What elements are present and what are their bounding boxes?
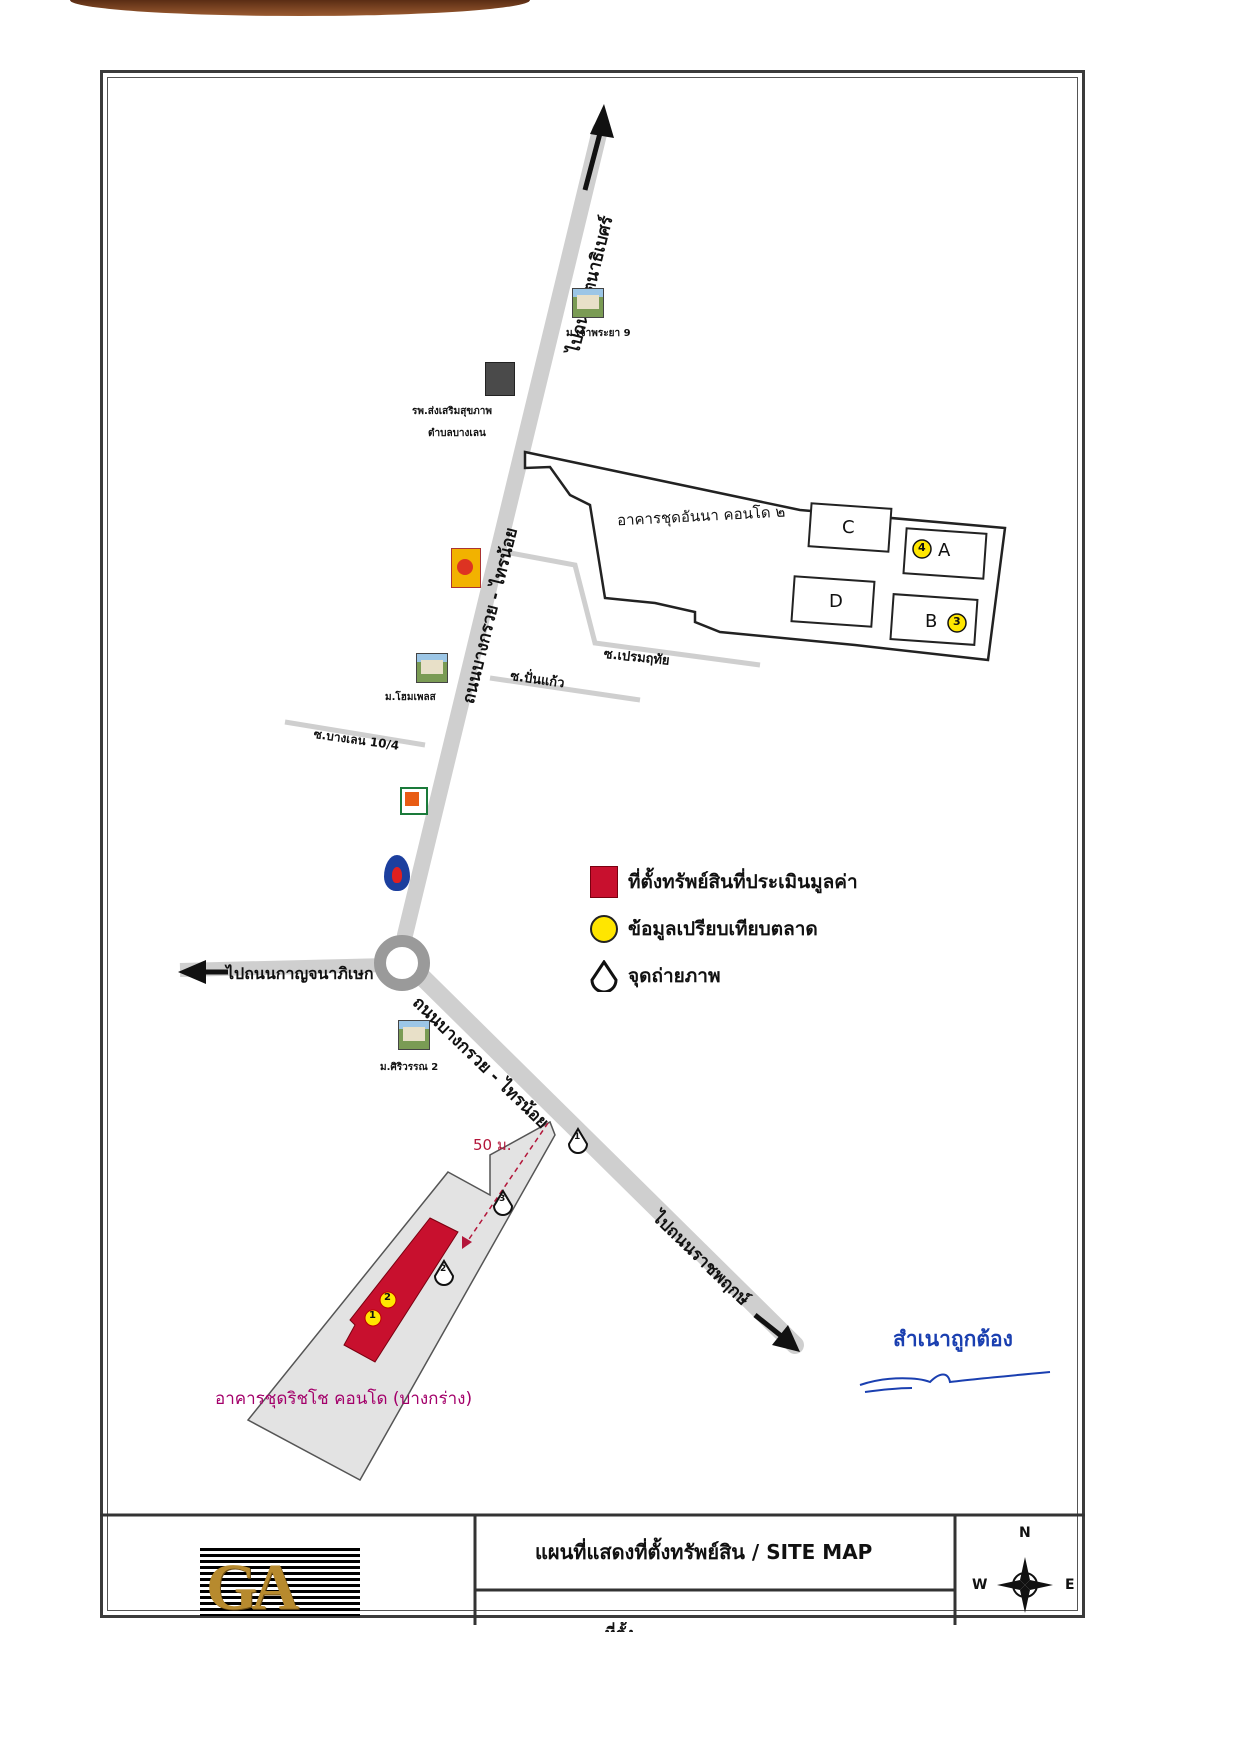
map-frame-inner bbox=[107, 77, 1078, 1611]
soi-pankaew-road bbox=[489, 675, 641, 703]
distance-label: 50 ม. bbox=[473, 1136, 512, 1154]
west-arrow-head bbox=[178, 960, 206, 984]
annanda-condo-outline bbox=[523, 450, 1007, 662]
comparable-marker-a-label: 4 bbox=[918, 541, 926, 554]
comparable-marker-p1-label: 1 bbox=[369, 1310, 376, 1321]
west-road bbox=[179, 958, 386, 977]
signature bbox=[859, 1371, 1051, 1386]
site-map-title: แผนที่แสดงที่ตั้งทรัพย์สิน / SITE MAP bbox=[535, 1540, 873, 1564]
signature-loop bbox=[864, 1387, 913, 1393]
scan-edge-stain bbox=[70, 0, 530, 16]
photo-point-3 bbox=[492, 1189, 514, 1216]
seven-eleven-icon bbox=[400, 787, 428, 815]
poi-label-chaophraya: ม.เจ้าพระยา 9 bbox=[566, 328, 631, 339]
photo-point-2 bbox=[433, 1259, 455, 1286]
roundabout bbox=[374, 935, 430, 991]
compass-e: E bbox=[1065, 1577, 1075, 1593]
photo-point-3-number: 3 bbox=[499, 1194, 506, 1204]
north-arrow-head bbox=[590, 104, 614, 138]
comparable-marker-p2-label: 2 bbox=[384, 1292, 391, 1303]
title-block-partial-text: ที่ตั้ง ... ... ... bbox=[605, 1622, 705, 1632]
legend-comparable-swatch bbox=[590, 915, 618, 943]
building-c-label: C bbox=[842, 517, 855, 538]
legend-photo: จุดถ่ายภาพ bbox=[590, 960, 721, 992]
photo-point-2-number: 2 bbox=[440, 1264, 447, 1274]
photo-point-1-number: 1 bbox=[574, 1132, 581, 1142]
comparable-marker-p1 bbox=[364, 1309, 382, 1327]
village-icon-siriwan bbox=[398, 1020, 430, 1050]
ptt-station-icon bbox=[384, 855, 410, 891]
certify-stamp: สำเนาถูกต้อง bbox=[893, 1327, 1013, 1351]
building-c bbox=[807, 502, 893, 553]
legend-property: ที่ตั้งทรัพย์สินที่ประเมินมูลค่า bbox=[590, 866, 858, 898]
distance-line bbox=[464, 1122, 549, 1246]
building-d bbox=[790, 575, 876, 628]
comparable-marker-a bbox=[912, 539, 932, 559]
poi-label-hospital-1: รพ.ส่งเสริมสุขภาพ bbox=[412, 406, 492, 417]
poi-label-homeplace: ม.โฮมเพลส bbox=[385, 692, 436, 703]
comparable-marker-b bbox=[947, 613, 967, 633]
compass-rose bbox=[997, 1557, 1053, 1613]
main-road-north bbox=[397, 122, 608, 943]
comparable-marker-p2 bbox=[379, 1291, 397, 1309]
building-a-label: A bbox=[938, 540, 951, 561]
legend-comparable-label: ข้อมูลเปรียบเทียบตลาด bbox=[628, 918, 818, 940]
main-road-southeast bbox=[401, 956, 804, 1354]
soi-prem-road bbox=[504, 549, 761, 668]
soi-banglen-road bbox=[284, 719, 426, 748]
village-icon-homeplace bbox=[416, 653, 448, 683]
poi-label-siriwan: ม.ศิริวรรณ 2 bbox=[380, 1062, 439, 1073]
hospital-icon bbox=[485, 362, 515, 396]
distance-arrow-head bbox=[462, 1236, 472, 1249]
building-b-label: B bbox=[925, 611, 938, 632]
shell-station-icon bbox=[451, 548, 481, 588]
photo-point-1 bbox=[567, 1127, 589, 1154]
legend-photo-label: จุดถ่ายภาพ bbox=[628, 965, 721, 987]
comparable-marker-b-label: 3 bbox=[953, 615, 961, 628]
legend-photo-icon bbox=[590, 960, 618, 992]
compass-w: W bbox=[972, 1577, 988, 1593]
building-d-label: D bbox=[829, 591, 843, 612]
road-label-to-kanchanaphisek: ไปถนนกาญจนาภิเษก bbox=[226, 964, 374, 983]
legend-property-label: ที่ตั้งทรัพย์สินที่ประเมินมูลค่า bbox=[628, 871, 858, 893]
page-bottom-margin bbox=[0, 1632, 1241, 1754]
map-frame bbox=[100, 70, 1085, 1618]
southeast-arrow-head bbox=[772, 1325, 800, 1352]
poi-label-hospital-2: ตำบลบางเลน bbox=[428, 428, 486, 439]
village-icon-chaophraya bbox=[572, 288, 604, 318]
rich-condo-label: อาคารชุดริชโช คอนโด (บางกร่าง) bbox=[215, 1389, 473, 1409]
compass-n: N bbox=[1019, 1525, 1031, 1541]
legend-comparable: ข้อมูลเปรียบเทียบตลาด bbox=[590, 914, 818, 944]
ga-logo: GA bbox=[200, 1548, 360, 1624]
legend-property-swatch bbox=[590, 866, 618, 898]
